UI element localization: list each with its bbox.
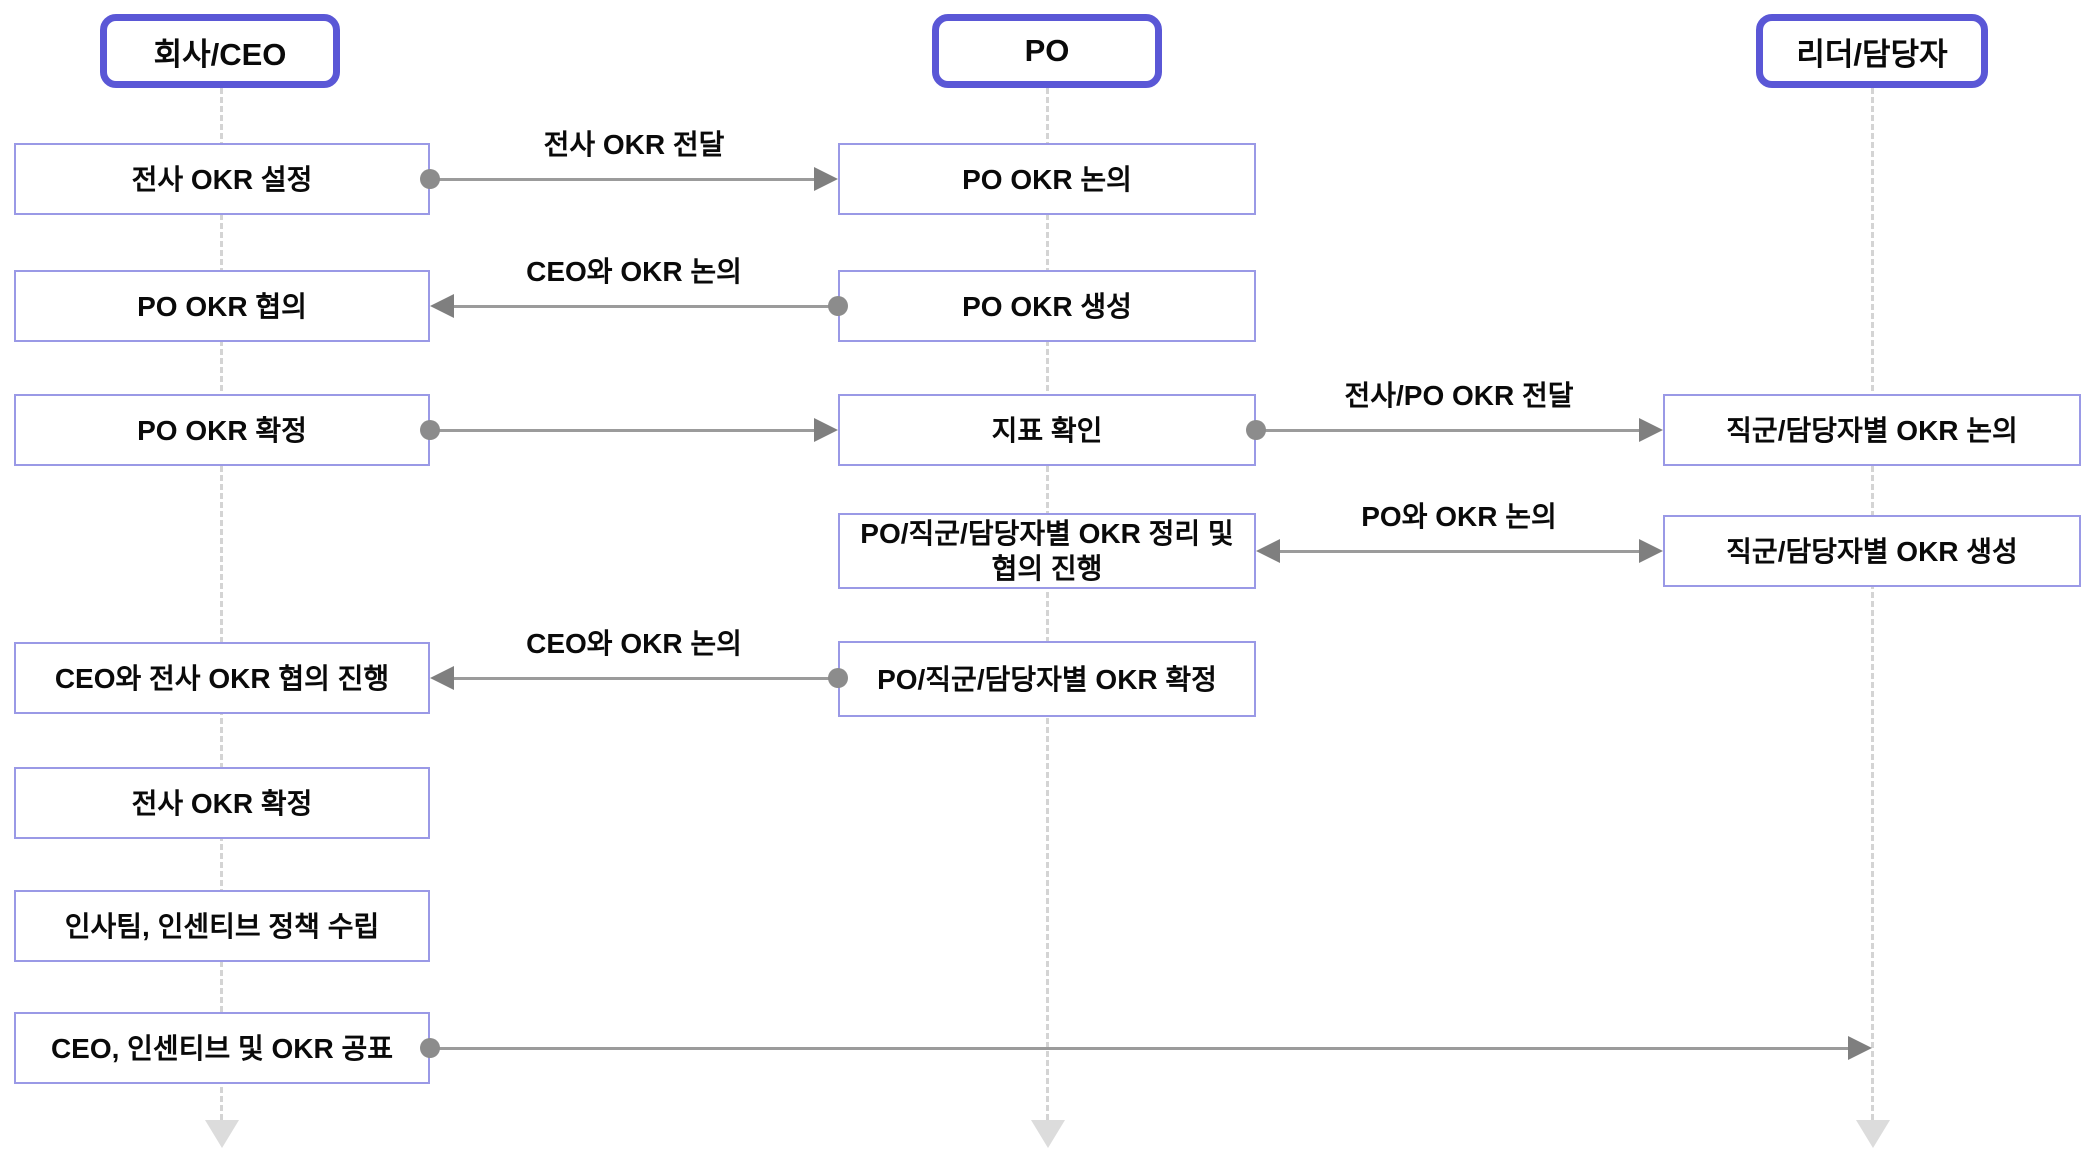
arrow-line bbox=[1258, 429, 1641, 432]
arrow-line bbox=[432, 1047, 1850, 1050]
arrow-line bbox=[452, 305, 836, 308]
box-po-okr-create: PO OKR 생성 bbox=[838, 270, 1256, 342]
arrow-label-company-okr-deliver: 전사 OKR 전달 bbox=[543, 129, 725, 160]
box-label: PO OKR 협의 bbox=[137, 290, 307, 322]
box-set-company-okr: 전사 OKR 설정 bbox=[14, 143, 430, 215]
box-po-okr-confirm: PO OKR 확정 bbox=[14, 394, 430, 466]
lifeline-ceo bbox=[220, 88, 223, 1120]
arrow-label-company-po-okr-deliver: 전사/PO OKR 전달 bbox=[1344, 380, 1574, 411]
box-okr-sort-consult: PO/직군/담당자별 OKR 정리 및 협의 진행 bbox=[838, 513, 1256, 589]
arrow-line bbox=[432, 178, 816, 181]
box-label: CEO와 전사 OKR 협의 진행 bbox=[54, 662, 390, 694]
lifeline-end-arrow-ceo bbox=[205, 1120, 239, 1148]
box-label: 지표 확인 bbox=[991, 414, 1103, 446]
arrow-dot bbox=[420, 420, 440, 440]
box-ceo-announce: CEO, 인센티브 및 OKR 공표 bbox=[14, 1012, 430, 1084]
arrow-dot bbox=[1246, 420, 1266, 440]
box-hr-incentive-policy: 인사팀, 인센티브 정책 수립 bbox=[14, 890, 430, 962]
arrow-head-right-icon bbox=[1639, 418, 1663, 442]
box-label: PO OKR 논의 bbox=[962, 163, 1132, 195]
arrow-head-right-icon bbox=[814, 418, 838, 442]
actor-leader-label: 리더/담당자 bbox=[1796, 36, 1948, 72]
box-group-okr-create: 직군/담당자별 OKR 생성 bbox=[1663, 515, 2081, 587]
arrow-head-right-icon bbox=[1848, 1036, 1872, 1060]
arrow-label-ceo-okr-discuss-1: CEO와 OKR 논의 bbox=[526, 256, 742, 287]
lifeline-end-arrow-po bbox=[1031, 1120, 1065, 1148]
arrow-line bbox=[452, 677, 836, 680]
lifeline-po bbox=[1046, 88, 1049, 1120]
lifeline-leader bbox=[1871, 88, 1874, 1120]
box-group-okr-discuss: 직군/담당자별 OKR 논의 bbox=[1663, 394, 2081, 466]
arrow-label-ceo-okr-discuss-2: CEO와 OKR 논의 bbox=[526, 628, 742, 659]
lifeline-end-arrow-leader bbox=[1856, 1120, 1890, 1148]
arrow-dot bbox=[420, 169, 440, 189]
box-po-okr-consult: PO OKR 협의 bbox=[14, 270, 430, 342]
box-label: 인사팀, 인센티브 정책 수립 bbox=[64, 910, 380, 942]
box-metric-check: 지표 확인 bbox=[838, 394, 1256, 466]
box-label: PO OKR 생성 bbox=[962, 290, 1132, 322]
actor-po-label: PO bbox=[1024, 33, 1070, 68]
arrow-line bbox=[432, 429, 816, 432]
actor-ceo-label: 회사/CEO bbox=[153, 36, 287, 72]
box-po-okr-discuss: PO OKR 논의 bbox=[838, 143, 1256, 215]
arrow-head-left-icon bbox=[430, 294, 454, 318]
box-label: PO/직군/담당자별 OKR 정리 및 협의 진행 bbox=[860, 518, 1234, 584]
arrow-dot bbox=[828, 668, 848, 688]
box-okr-group-confirm: PO/직군/담당자별 OKR 확정 bbox=[838, 641, 1256, 717]
arrow-dot bbox=[420, 1038, 440, 1058]
box-ceo-company-okr-consult: CEO와 전사 OKR 협의 진행 bbox=[14, 642, 430, 714]
actor-leader: 리더/담당자 bbox=[1756, 14, 1988, 88]
box-label: CEO, 인센티브 및 OKR 공표 bbox=[50, 1032, 394, 1064]
actor-po: PO bbox=[932, 14, 1162, 88]
arrow-line bbox=[1278, 550, 1641, 553]
box-label: PO/직군/담당자별 OKR 확정 bbox=[877, 663, 1217, 695]
box-label: 전사 OKR 설정 bbox=[131, 163, 313, 195]
arrow-head-left-icon bbox=[1256, 539, 1280, 563]
arrow-head-right-icon bbox=[814, 167, 838, 191]
box-label: PO OKR 확정 bbox=[137, 414, 307, 446]
box-label: 직군/담당자별 OKR 생성 bbox=[1726, 535, 2018, 567]
box-label: 전사 OKR 확정 bbox=[131, 787, 313, 819]
arrow-label-po-okr-discuss: PO와 OKR 논의 bbox=[1361, 501, 1557, 532]
box-label: 직군/담당자별 OKR 논의 bbox=[1726, 414, 2018, 446]
actor-ceo: 회사/CEO bbox=[100, 14, 340, 88]
arrow-head-right-icon bbox=[1639, 539, 1663, 563]
arrow-head-left-icon bbox=[430, 666, 454, 690]
box-company-okr-confirm: 전사 OKR 확정 bbox=[14, 767, 430, 839]
arrow-dot bbox=[828, 296, 848, 316]
